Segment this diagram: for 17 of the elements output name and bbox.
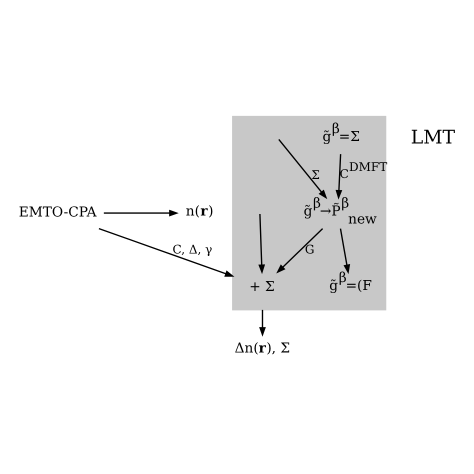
edge-label: Σ <box>311 167 320 182</box>
arrow <box>340 228 350 274</box>
node-text: Δn(r), Σ <box>234 340 290 356</box>
node-text: + Σ <box>249 278 275 294</box>
arrow <box>276 228 324 273</box>
arrow <box>336 154 342 200</box>
arrow <box>259 309 266 336</box>
label: LMT <box>410 126 456 148</box>
arrow <box>278 138 328 199</box>
arrow <box>258 213 266 274</box>
node-text: EMTO-CPA <box>18 204 97 220</box>
arrow <box>104 209 179 216</box>
cluster <box>232 115 386 310</box>
arrow <box>98 227 234 276</box>
edge-label: G <box>304 242 314 256</box>
edge-label: C, Δ, γ <box>172 242 212 256</box>
node-text: n(r) <box>186 202 214 219</box>
